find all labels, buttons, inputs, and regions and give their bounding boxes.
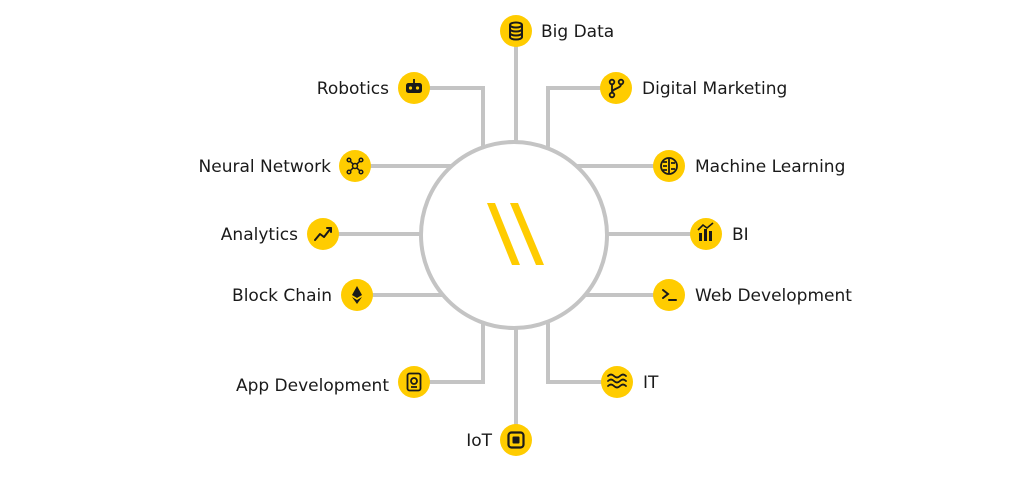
node-label: IT — [643, 373, 659, 393]
node-label: Analytics — [221, 225, 298, 245]
node-digital-marketing[interactable]: Digital Marketing — [600, 72, 787, 104]
node-label: Neural Network — [199, 157, 332, 177]
node-label: Block Chain — [232, 286, 332, 306]
node-it[interactable]: IT — [601, 366, 659, 398]
bar-chart-icon — [697, 222, 714, 241]
node-label: Web Development — [695, 286, 852, 306]
node-label: Digital Marketing — [642, 79, 787, 99]
connector-digital-marketing — [546, 86, 604, 148]
node-label: App Development — [236, 376, 389, 396]
connector-lines — [336, 43, 694, 427]
node-label: IoT — [466, 431, 492, 451]
ethereum-icon — [352, 286, 362, 304]
node-analytics[interactable]: Analytics — [221, 218, 339, 250]
trend-line-icon — [314, 227, 332, 241]
connector-app-development — [426, 322, 485, 384]
terminal-icon — [662, 289, 677, 301]
connector-it — [546, 322, 605, 384]
node-label: Machine Learning — [695, 157, 845, 177]
database-icon — [509, 21, 523, 41]
brain-icon — [660, 157, 678, 175]
connector-robotics — [426, 86, 485, 148]
network-icon — [346, 157, 364, 175]
center-hub — [419, 140, 609, 330]
logo-mark — [487, 203, 544, 265]
robot-icon — [406, 79, 422, 93]
node-iot[interactable]: IoT — [466, 424, 532, 456]
node-app-development[interactable]: App Development — [236, 366, 430, 398]
waves-icon — [607, 373, 627, 389]
chip-icon — [507, 431, 525, 449]
node-label: BI — [732, 225, 749, 245]
node-label: Big Data — [541, 22, 614, 42]
node-robotics[interactable]: Robotics — [317, 72, 430, 104]
node-web-development[interactable]: Web Development — [653, 279, 852, 311]
node-machine-learning[interactable]: Machine Learning — [653, 150, 845, 182]
mobile-app-icon — [406, 372, 422, 392]
node-bi[interactable]: BI — [690, 218, 749, 250]
node-neural-network[interactable]: Neural Network — [199, 150, 371, 182]
node-label: Robotics — [317, 79, 389, 99]
node-block-chain[interactable]: Block Chain — [232, 279, 373, 311]
node-big-data[interactable]: Big Data — [500, 15, 614, 47]
git-branch-icon — [608, 78, 625, 99]
